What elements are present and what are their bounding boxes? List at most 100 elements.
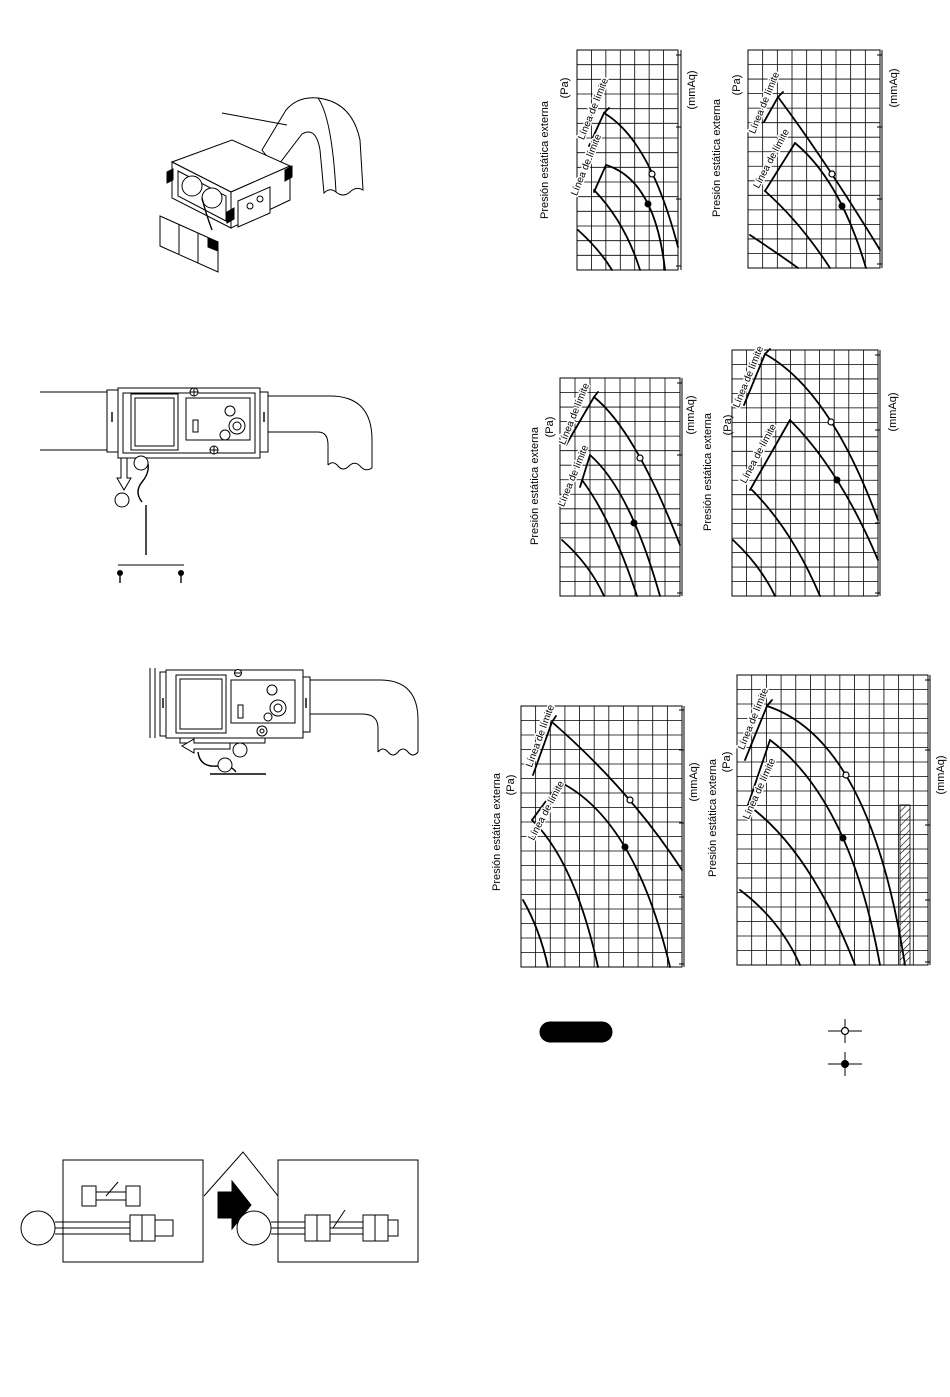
- right-unit-label: (mmAq): [935, 755, 947, 794]
- callout-circle: [133, 455, 149, 471]
- open-point-marker: [636, 454, 644, 462]
- label-plate: [192, 419, 199, 433]
- left-unit-label: (Pa): [559, 78, 571, 99]
- y-axis-label: Presión estática externa: [707, 758, 719, 877]
- fan-opening-right: [201, 187, 223, 209]
- filled-point-marker: [833, 476, 841, 484]
- after-box: [277, 1159, 419, 1263]
- limit-line: [747, 739, 771, 806]
- open-point-marker: [828, 170, 836, 178]
- filter-panel: [175, 674, 227, 734]
- right-unit-label: (mmAq): [887, 392, 899, 431]
- performance-curve: [522, 899, 549, 968]
- screw-icon: [178, 570, 184, 583]
- fan-curve-chart-6: Presión estática externa (Pa) (mmAq) Lín…: [707, 674, 947, 966]
- performance-curve: [769, 739, 881, 966]
- air-filter-panel: [159, 215, 219, 273]
- terminal-icon: [256, 195, 264, 203]
- limit-line: [565, 391, 599, 446]
- label-plate: [237, 704, 244, 719]
- fan-motor-hub-icon: [273, 703, 283, 713]
- left-unit-label: (Pa): [731, 75, 743, 96]
- filter-panel-inner: [134, 397, 175, 447]
- performance-curve: [764, 353, 879, 521]
- open-point-marker: [648, 170, 656, 178]
- legend-area: [539, 1019, 862, 1076]
- duct-cut-edge: [377, 748, 419, 756]
- fan-opening-left: [181, 175, 203, 197]
- outlet-duct-outer: [310, 679, 419, 752]
- grid-frame: [576, 49, 679, 271]
- performance-curve: [764, 190, 831, 269]
- left-unit-label: (Pa): [722, 415, 734, 436]
- bolt-icon: [234, 669, 242, 677]
- short-connector-end: [125, 1185, 141, 1207]
- screw-icon: [117, 570, 123, 583]
- fan-motor-hub-icon: [232, 421, 242, 431]
- note-badge: [539, 1021, 613, 1043]
- callout-circle: [236, 1210, 272, 1246]
- left-arrow-icon: [181, 738, 231, 754]
- grid-frame: [747, 49, 881, 269]
- performance-curve: [581, 479, 638, 597]
- down-arrow-icon: [116, 457, 132, 491]
- open-point-marker: [626, 796, 634, 804]
- limit-line: [532, 715, 557, 776]
- y-axis-label: Presión estática externa: [539, 100, 551, 219]
- filled-point-marker: [838, 202, 846, 210]
- filter-tab: [207, 237, 219, 252]
- y-axis-label: Presión estática externa: [711, 98, 723, 217]
- right-unit-label: (mmAq): [888, 68, 900, 107]
- connector-change-diagram: [20, 1151, 419, 1263]
- wire-connector-end: [154, 1219, 174, 1237]
- left-unit-label: (Pa): [721, 752, 733, 773]
- outlet-duct-inner: [310, 713, 379, 752]
- open-point-marker: [842, 771, 850, 779]
- limit-line: [744, 699, 773, 761]
- peak-line: [203, 1151, 279, 1197]
- performance-curve: [589, 454, 661, 597]
- left-unit-label: (Pa): [544, 417, 556, 438]
- filled-point-marker: [839, 834, 847, 842]
- filter-panel: [130, 393, 179, 451]
- before-box: [62, 1159, 204, 1263]
- y-axis-label: Presión estática externa: [491, 772, 503, 891]
- performance-curve: [551, 721, 683, 871]
- outlet-duct-outer: [268, 395, 373, 468]
- limit-line: [763, 91, 784, 123]
- callout-circle: [114, 492, 130, 508]
- right-unit-label: (mmAq): [688, 762, 700, 801]
- limit-line: [588, 107, 610, 147]
- chart-grid: [559, 377, 683, 597]
- performance-curve: [577, 229, 613, 271]
- terminal-icon: [224, 405, 236, 417]
- wire-connector-end: [387, 1219, 399, 1237]
- fan-opening-frame: [177, 170, 227, 222]
- filled-point-marker: [621, 843, 629, 851]
- performance-curve: [777, 96, 881, 251]
- performance-curve: [794, 142, 867, 269]
- performance-curve: [561, 539, 605, 597]
- hanger-bracket-icon: [166, 168, 174, 184]
- filter-panel-inner: [179, 678, 223, 730]
- performance-curve: [605, 164, 666, 271]
- terminal-icon: [263, 712, 273, 722]
- performance-curve: [749, 234, 799, 269]
- terminal-icon: [246, 202, 254, 210]
- unit-side-view-diagram-2: [149, 668, 419, 775]
- hanger-bracket-icon: [226, 207, 235, 224]
- limit-line: [579, 454, 591, 488]
- limit-line: [749, 419, 791, 491]
- bolt-icon: [209, 445, 219, 455]
- terminal-icon: [266, 684, 278, 696]
- limit-line: [593, 164, 607, 193]
- performance-curve: [751, 489, 821, 597]
- y-axis-label: Presión estática externa: [702, 412, 714, 531]
- open-circle-legend-icon: [828, 1019, 862, 1043]
- open-point-marker: [827, 418, 835, 426]
- callout-circle: [20, 1210, 56, 1246]
- short-connector-end: [81, 1185, 97, 1207]
- performance-curve: [747, 804, 856, 966]
- outlet-duct-inner: [268, 431, 329, 465]
